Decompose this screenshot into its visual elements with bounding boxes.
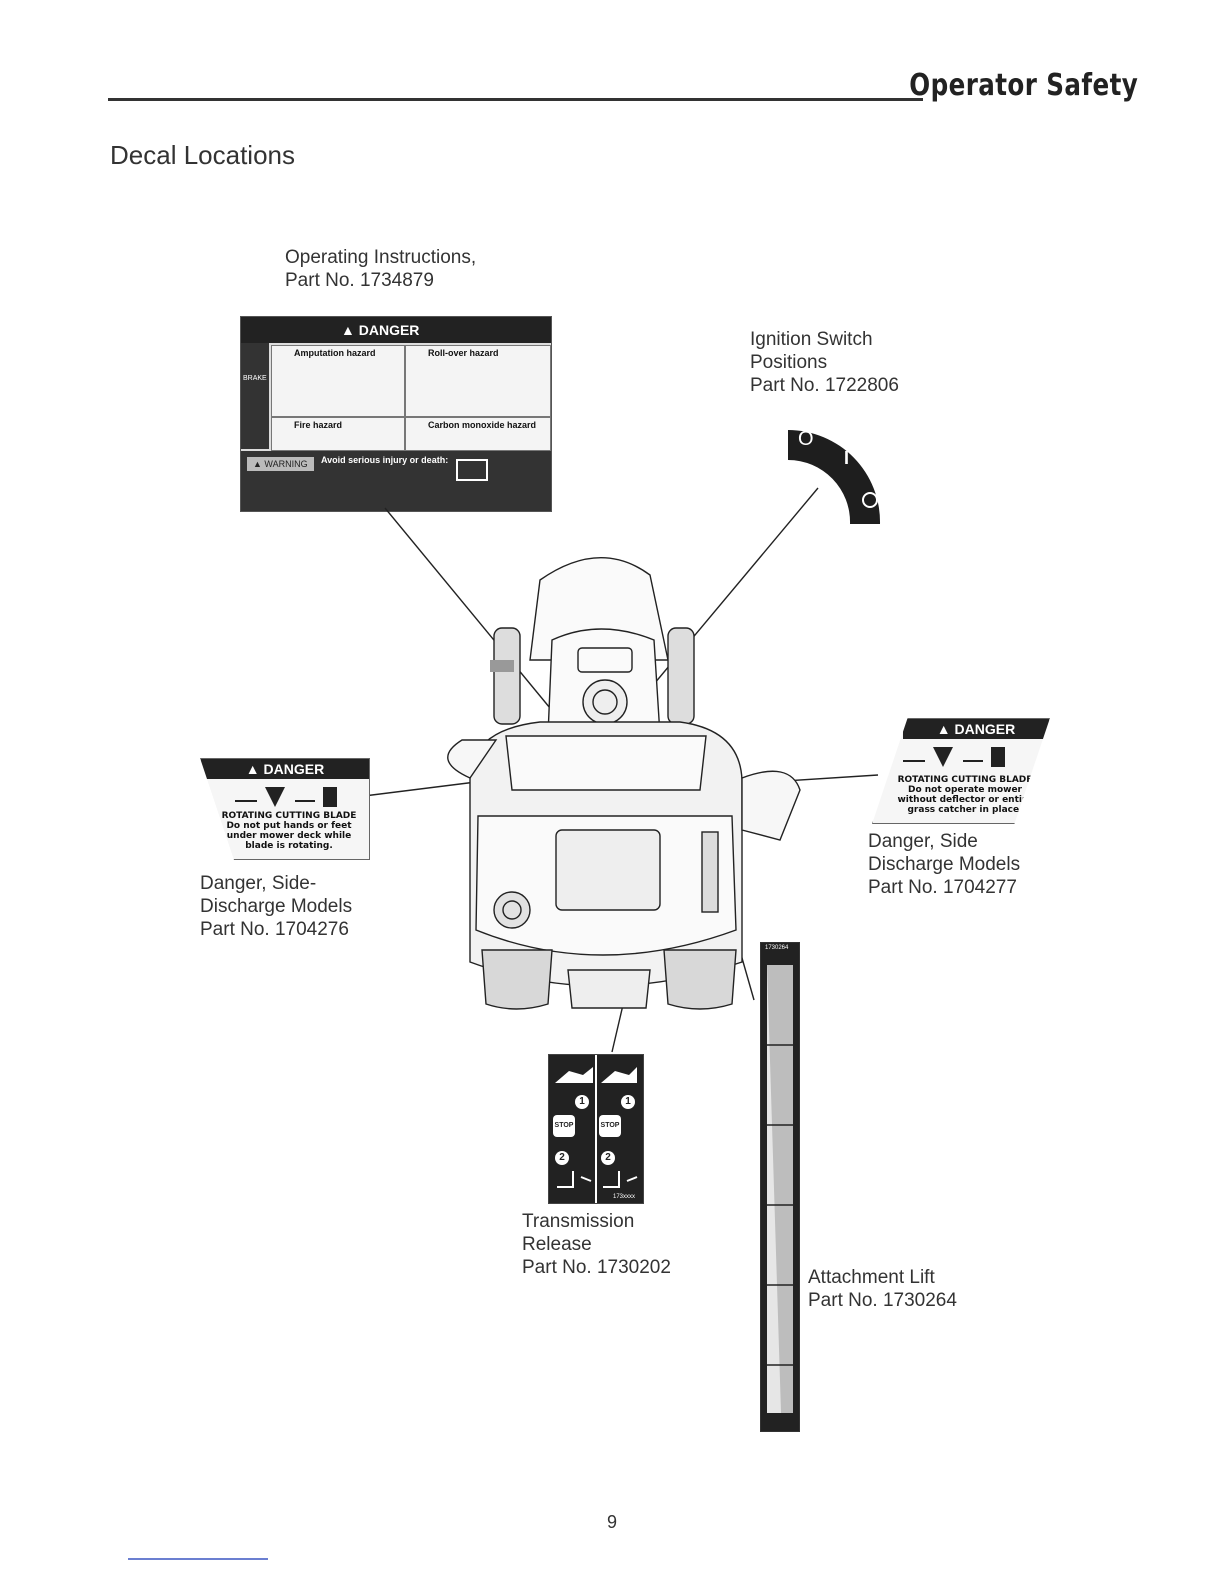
amputation-title: Amputation hazard (294, 348, 376, 358)
fire-cell: Fire hazard (271, 417, 405, 451)
step-one-badge: 1 (575, 1095, 589, 1109)
danger-word: DANGER (954, 721, 1016, 737)
manual-book-icon (456, 459, 488, 481)
hand-blade-icon (903, 743, 1013, 769)
part-number: Part No. 1704277 (868, 877, 1017, 898)
amputation-cell: Amputation hazard (271, 345, 405, 417)
text-line: ROTATING CUTTING BLADE (897, 775, 1033, 785)
lever-pictogram-icon (557, 1171, 638, 1188)
part-number: Part No. 1730264 (808, 1290, 957, 1311)
danger-word: DANGER (263, 761, 325, 777)
text-line: Do not operate mower (907, 785, 1022, 795)
label-line: Danger, Side (868, 831, 978, 852)
warning-tag: ▲ WARNING (247, 457, 314, 471)
text-line: without deflector or entire (897, 795, 1033, 805)
operating-instructions-decal: BRAKE ▲ DANGER Amputation hazard Roll-ov… (240, 316, 552, 512)
part-number: Part No. 1734879 (285, 270, 434, 291)
danger-left-decal: ▲ DANGER ROTATING CUTTING BLADE Do not p… (200, 758, 370, 860)
header-title: Operator Safety (909, 68, 1138, 103)
part-number: Part No. 1704276 (200, 919, 349, 940)
step-one-badge: 1 (621, 1095, 635, 1109)
label-line: Operating Instructions, (285, 247, 477, 268)
danger-right-head: ▲ DANGER (903, 719, 1049, 739)
carbon-title: Carbon monoxide hazard (428, 420, 537, 430)
danger-title: ▲ DANGER (341, 322, 420, 338)
hand-blade-icon (235, 783, 345, 809)
transmission-release-decal: 1 1 STOP STOP 2 2 173xxxx (548, 1054, 644, 1204)
danger-left-text: ROTATING CUTTING BLADE Do not put hands … (209, 811, 369, 851)
rollover-cell: Roll-over hazard (405, 345, 551, 417)
footer-link-line (128, 1558, 268, 1560)
rollover-title: Roll-over hazard (428, 348, 499, 358)
ignition-arc-icon (788, 430, 881, 524)
label-line: Attachment Lift (808, 1267, 935, 1288)
ignition-switch-decal: O I (784, 420, 884, 530)
warning-heading: Avoid serious injury or death: (321, 455, 449, 465)
ignition-switch-label: Ignition Switch Positions Part No. 17228… (750, 328, 899, 397)
text-line: blade is rotating. (245, 841, 333, 851)
label-line: Release (522, 1234, 592, 1255)
danger-right-text: ROTATING CUTTING BLADE Do not operate mo… (885, 775, 1045, 815)
step-two-badge: 2 (555, 1151, 569, 1165)
label-line: Discharge Models (868, 854, 1021, 875)
part-number: Part No. 1722806 (750, 375, 899, 396)
label-line: Danger, Side- (200, 873, 317, 894)
lift-scale (767, 965, 793, 1413)
header-rule (108, 98, 923, 101)
decal-divider (595, 1055, 597, 1203)
off-position: O (798, 428, 814, 450)
stop-sign-icon: STOP (553, 1115, 575, 1137)
danger-left-label: Danger, Side- Discharge Models Part No. … (200, 872, 352, 941)
danger-left-head: ▲ DANGER (201, 759, 369, 779)
section-title: Decal Locations (110, 140, 295, 170)
danger-right-label: Danger, Side Discharge Models Part No. 1… (868, 830, 1020, 899)
danger-band: ▲ DANGER (241, 317, 551, 343)
step-two-badge: 2 (601, 1151, 615, 1165)
carbon-cell: Carbon monoxide hazard (405, 417, 551, 451)
page-number: 9 (606, 1512, 617, 1532)
label-line: Transmission (522, 1211, 635, 1232)
decal-code: 1730264 (765, 945, 789, 951)
warning-band: ▲ WARNING Avoid serious injury or death: (241, 451, 551, 511)
danger-right-decal: ▲ DANGER ROTATING CUTTING BLADE Do not o… (872, 718, 1050, 824)
text-line: grass catcher in place. (907, 805, 1023, 815)
on-position: I (844, 448, 850, 468)
attachment-lift-label: Attachment Lift Part No. 1730264 (808, 1266, 957, 1312)
stop-sign-icon: STOP (599, 1115, 621, 1137)
lift-scale-wedge (767, 965, 793, 1413)
text-line: ROTATING CUTTING BLADE (221, 811, 357, 821)
fire-title: Fire hazard (294, 420, 343, 430)
label-line: Positions (750, 352, 828, 373)
label-line: Ignition Switch (750, 329, 873, 350)
danger-word: DANGER (358, 322, 420, 338)
text-line: Do not put hands or feet (226, 821, 352, 831)
part-number: Part No. 1730202 (522, 1257, 671, 1278)
text-line: under mower deck while (226, 831, 352, 841)
warning-word: WARNING (264, 459, 308, 469)
transmission-release-label: Transmission Release Part No. 1730202 (522, 1210, 671, 1279)
tractor-pictogram-icon (555, 1067, 637, 1083)
attachment-lift-decal: 1730264 (760, 942, 800, 1432)
operating-instructions-label: Operating Instructions, Part No. 1734879 (285, 246, 476, 292)
brake-label: BRAKE (243, 375, 267, 382)
label-line: Discharge Models (200, 896, 353, 917)
decal-code: 173xxxx (612, 1194, 635, 1200)
